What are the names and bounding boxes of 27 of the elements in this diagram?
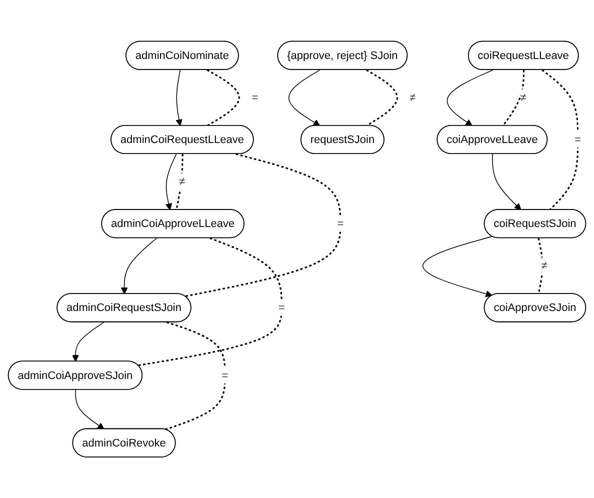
connector xyxy=(206,69,240,126)
edge-label: ≠ xyxy=(410,90,416,104)
arrow xyxy=(75,389,104,430)
edge-label: ≠ xyxy=(179,174,186,188)
arrow xyxy=(446,69,494,126)
arrow xyxy=(176,69,182,126)
arrow xyxy=(72,322,104,362)
edge-label: = xyxy=(222,368,228,382)
connector xyxy=(366,69,398,126)
arrow xyxy=(288,69,320,126)
arrow xyxy=(422,236,493,298)
connector xyxy=(538,238,544,294)
connector xyxy=(138,237,282,366)
edge-label: ≠ xyxy=(520,90,526,104)
arrow xyxy=(492,154,522,210)
arrow xyxy=(120,238,158,294)
edge-label: = xyxy=(252,90,258,104)
arrow xyxy=(165,154,177,210)
edge-label: = xyxy=(574,132,582,146)
edge-label: = xyxy=(337,216,344,230)
connector xyxy=(176,154,184,210)
connector xyxy=(542,69,579,210)
connector xyxy=(164,321,226,430)
edge-label: = xyxy=(278,300,285,314)
connector xyxy=(184,153,342,297)
edge-label: ≠ xyxy=(541,258,548,272)
connector xyxy=(502,70,525,126)
